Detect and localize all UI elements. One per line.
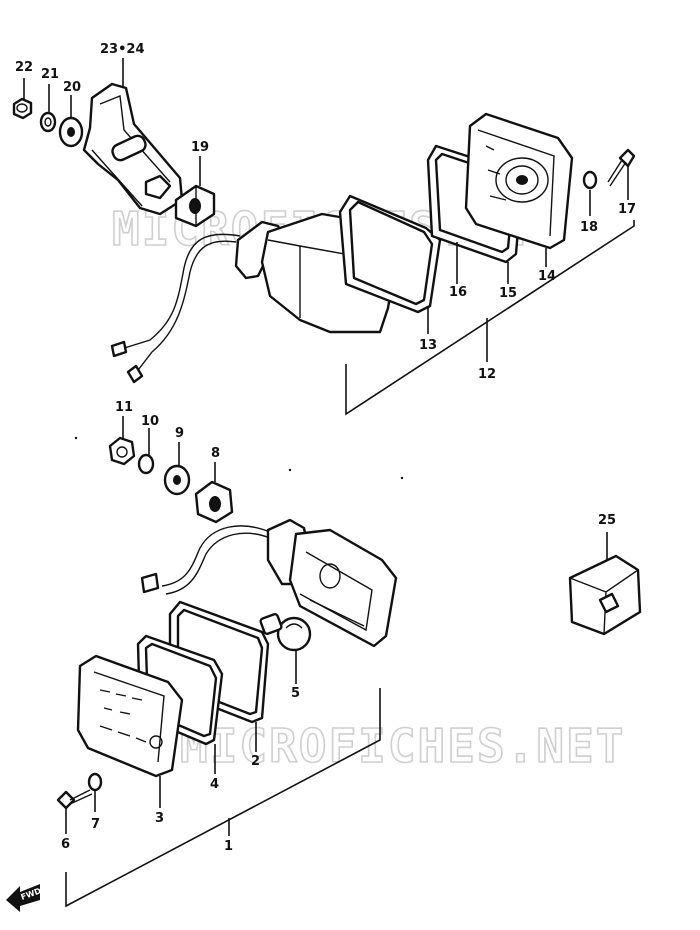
callout-16: 16 bbox=[449, 285, 467, 300]
callout-15: 15 bbox=[499, 286, 517, 301]
nut-22 bbox=[12, 97, 33, 120]
watermark-bottom: MICROFICHES.NET bbox=[180, 719, 625, 773]
callout-25: 25 bbox=[598, 513, 616, 528]
callout-8: 8 bbox=[211, 446, 220, 461]
callout-3: 3 bbox=[155, 811, 164, 826]
callout-13: 13 bbox=[419, 338, 437, 353]
washer-7 bbox=[87, 772, 103, 792]
fwd-arrow-icon: FWD bbox=[6, 884, 43, 912]
washer-18 bbox=[582, 170, 598, 190]
callout-2: 2 bbox=[251, 754, 260, 769]
callout-10: 10 bbox=[141, 414, 159, 429]
washer-9 bbox=[163, 464, 191, 496]
callout-4: 4 bbox=[210, 777, 219, 792]
callout-7: 7 bbox=[91, 817, 100, 832]
callout-19: 19 bbox=[191, 140, 209, 155]
spring-washer-10 bbox=[137, 453, 155, 475]
screw-17 bbox=[607, 148, 636, 187]
screw-6 bbox=[56, 789, 93, 810]
nut-11 bbox=[108, 436, 136, 466]
callout-12: 12 bbox=[478, 367, 496, 382]
lens-3 bbox=[76, 654, 184, 778]
callout-1: 1 bbox=[224, 839, 233, 854]
spring-washer-21 bbox=[39, 111, 57, 133]
wiring-top bbox=[110, 233, 241, 384]
callout-14: 14 bbox=[538, 269, 556, 284]
callout-labels: 22 21 20 23•24 19 17 18 16 15 14 13 12 1… bbox=[15, 42, 636, 854]
callout-17: 17 bbox=[618, 202, 636, 217]
callout-6: 6 bbox=[61, 837, 70, 852]
callout-23-24: 23•24 bbox=[100, 42, 145, 57]
callout-11: 11 bbox=[115, 400, 133, 415]
grommet-19 bbox=[174, 184, 216, 228]
callout-5: 5 bbox=[291, 686, 300, 701]
leader-lines-bottom bbox=[65, 416, 608, 908]
wiring-bottom bbox=[140, 525, 271, 595]
leader-lines-top bbox=[23, 58, 635, 416]
callout-18: 18 bbox=[580, 220, 598, 235]
callout-21: 21 bbox=[41, 67, 59, 82]
callout-9: 9 bbox=[175, 426, 184, 441]
gasket-13 bbox=[338, 194, 442, 314]
callout-22: 22 bbox=[15, 60, 33, 75]
grommet-8 bbox=[194, 480, 234, 524]
relay-25 bbox=[568, 554, 642, 636]
bulb-5 bbox=[259, 613, 312, 652]
lens-14 bbox=[464, 112, 574, 250]
washer-20 bbox=[58, 116, 84, 148]
callout-20: 20 bbox=[63, 80, 81, 95]
turn-signal-body-bottom bbox=[266, 518, 398, 648]
bracket-23-24 bbox=[82, 82, 184, 216]
